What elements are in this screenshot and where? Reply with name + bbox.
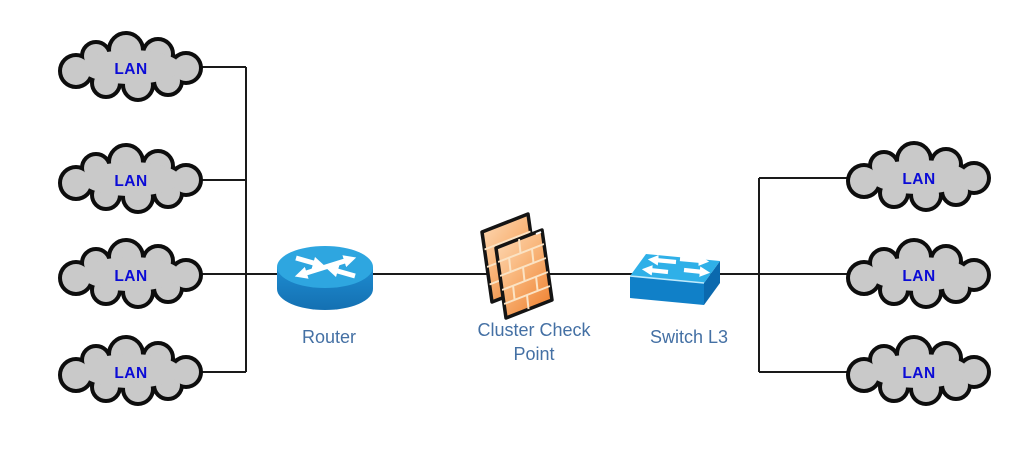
- lan-label: LAN: [902, 268, 935, 285]
- lan-cloud-left-1: LAN: [62, 35, 199, 98]
- lan-label: LAN: [902, 171, 935, 188]
- lan-cloud-left-3: LAN: [62, 242, 199, 305]
- lan-cloud-left-4: LAN: [62, 339, 199, 402]
- router-icon: [277, 246, 373, 310]
- lan-cloud-right-1: LAN: [850, 145, 987, 208]
- lan-label: LAN: [114, 173, 147, 190]
- lan-label: LAN: [902, 365, 935, 382]
- lan-cloud-right-3: LAN: [850, 339, 987, 402]
- switch-node: Switch L3: [629, 254, 728, 347]
- lan-label: LAN: [114, 61, 147, 78]
- lan-cloud-left-2: LAN: [62, 147, 199, 210]
- firewall-icon: [480, 212, 554, 320]
- cluster-label-line2: Point: [513, 344, 554, 364]
- router-label: Router: [302, 327, 356, 347]
- lan-label: LAN: [114, 365, 147, 382]
- switch-label: Switch L3: [650, 327, 728, 347]
- router-node: Router: [277, 246, 373, 347]
- cluster-checkpoint-node: Cluster Check Point: [477, 212, 592, 364]
- lan-label: LAN: [114, 268, 147, 285]
- cluster-label-line1: Cluster Check: [477, 320, 591, 340]
- lan-cloud-right-2: LAN: [850, 242, 987, 305]
- switch-icon: [629, 254, 720, 305]
